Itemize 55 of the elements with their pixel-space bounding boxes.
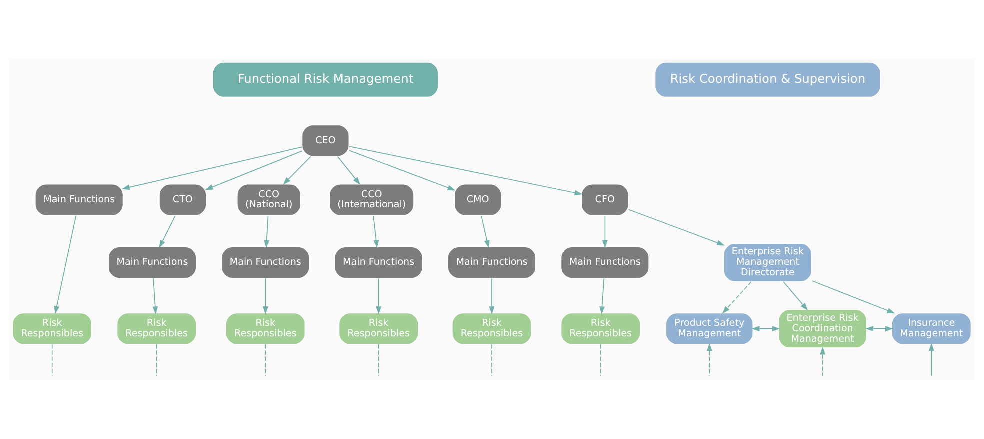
node-box: Risk Coordination & Supervision [654, 62, 882, 98]
node-box: Risk Responsibles [12, 312, 92, 345]
node-box: Functional Risk Management [212, 62, 439, 98]
arrow [262, 278, 268, 314]
connector [52, 344, 53, 376]
connector [265, 344, 266, 376]
arrow [152, 278, 158, 314]
arrow [283, 156, 312, 185]
arrow [752, 326, 780, 332]
arrow [348, 146, 583, 196]
node-box: CMO [454, 184, 502, 216]
node-box: Insurance Management [892, 312, 972, 345]
arrow [820, 346, 826, 376]
node-box: Risk Responsibles [116, 312, 197, 345]
arrow [722, 281, 752, 314]
node-box: Risk Responsibles [452, 312, 532, 345]
node-box: Risk Responsibles [338, 312, 419, 345]
node-box: CEO [302, 124, 350, 157]
node-box: CCO (National) [236, 184, 302, 216]
arrow [264, 216, 270, 248]
node-box: Risk Responsibles [560, 312, 641, 345]
arrow [159, 216, 176, 248]
node-box: Risk Responsibles [226, 312, 306, 345]
arrow [783, 281, 808, 311]
node-box: Main Functions [448, 246, 536, 279]
arrow [489, 278, 495, 314]
connector [156, 344, 158, 376]
arrow [928, 343, 934, 376]
arrow [602, 216, 608, 248]
arrow [481, 216, 490, 248]
arrow [600, 278, 605, 314]
node-box: Main Functions [560, 246, 650, 279]
node-box: Enterprise Risk Coordination Management [778, 309, 868, 348]
connector [600, 344, 602, 376]
arrow [349, 150, 456, 191]
node-box: Main Functions [108, 246, 197, 279]
arrow [122, 146, 303, 190]
arrow [205, 150, 303, 190]
arrow [706, 343, 712, 376]
arrow [628, 209, 725, 246]
arrow [866, 326, 894, 332]
node-box: CCO (International) [329, 184, 415, 216]
node-box: Main Functions [34, 184, 124, 216]
connector [378, 344, 380, 376]
arrow [376, 278, 382, 314]
node-box: Main Functions [334, 246, 424, 279]
arrow [337, 156, 360, 185]
arrow [812, 280, 896, 314]
node-box: Enterprise Risk Management Directorate [724, 243, 812, 282]
node-box: Product Safety Management [666, 312, 754, 345]
node-box: Main Functions [221, 246, 310, 279]
node-box: CFO [581, 184, 630, 216]
node-box: CTO [159, 184, 207, 216]
arrow [373, 216, 380, 248]
arrow [54, 215, 77, 314]
